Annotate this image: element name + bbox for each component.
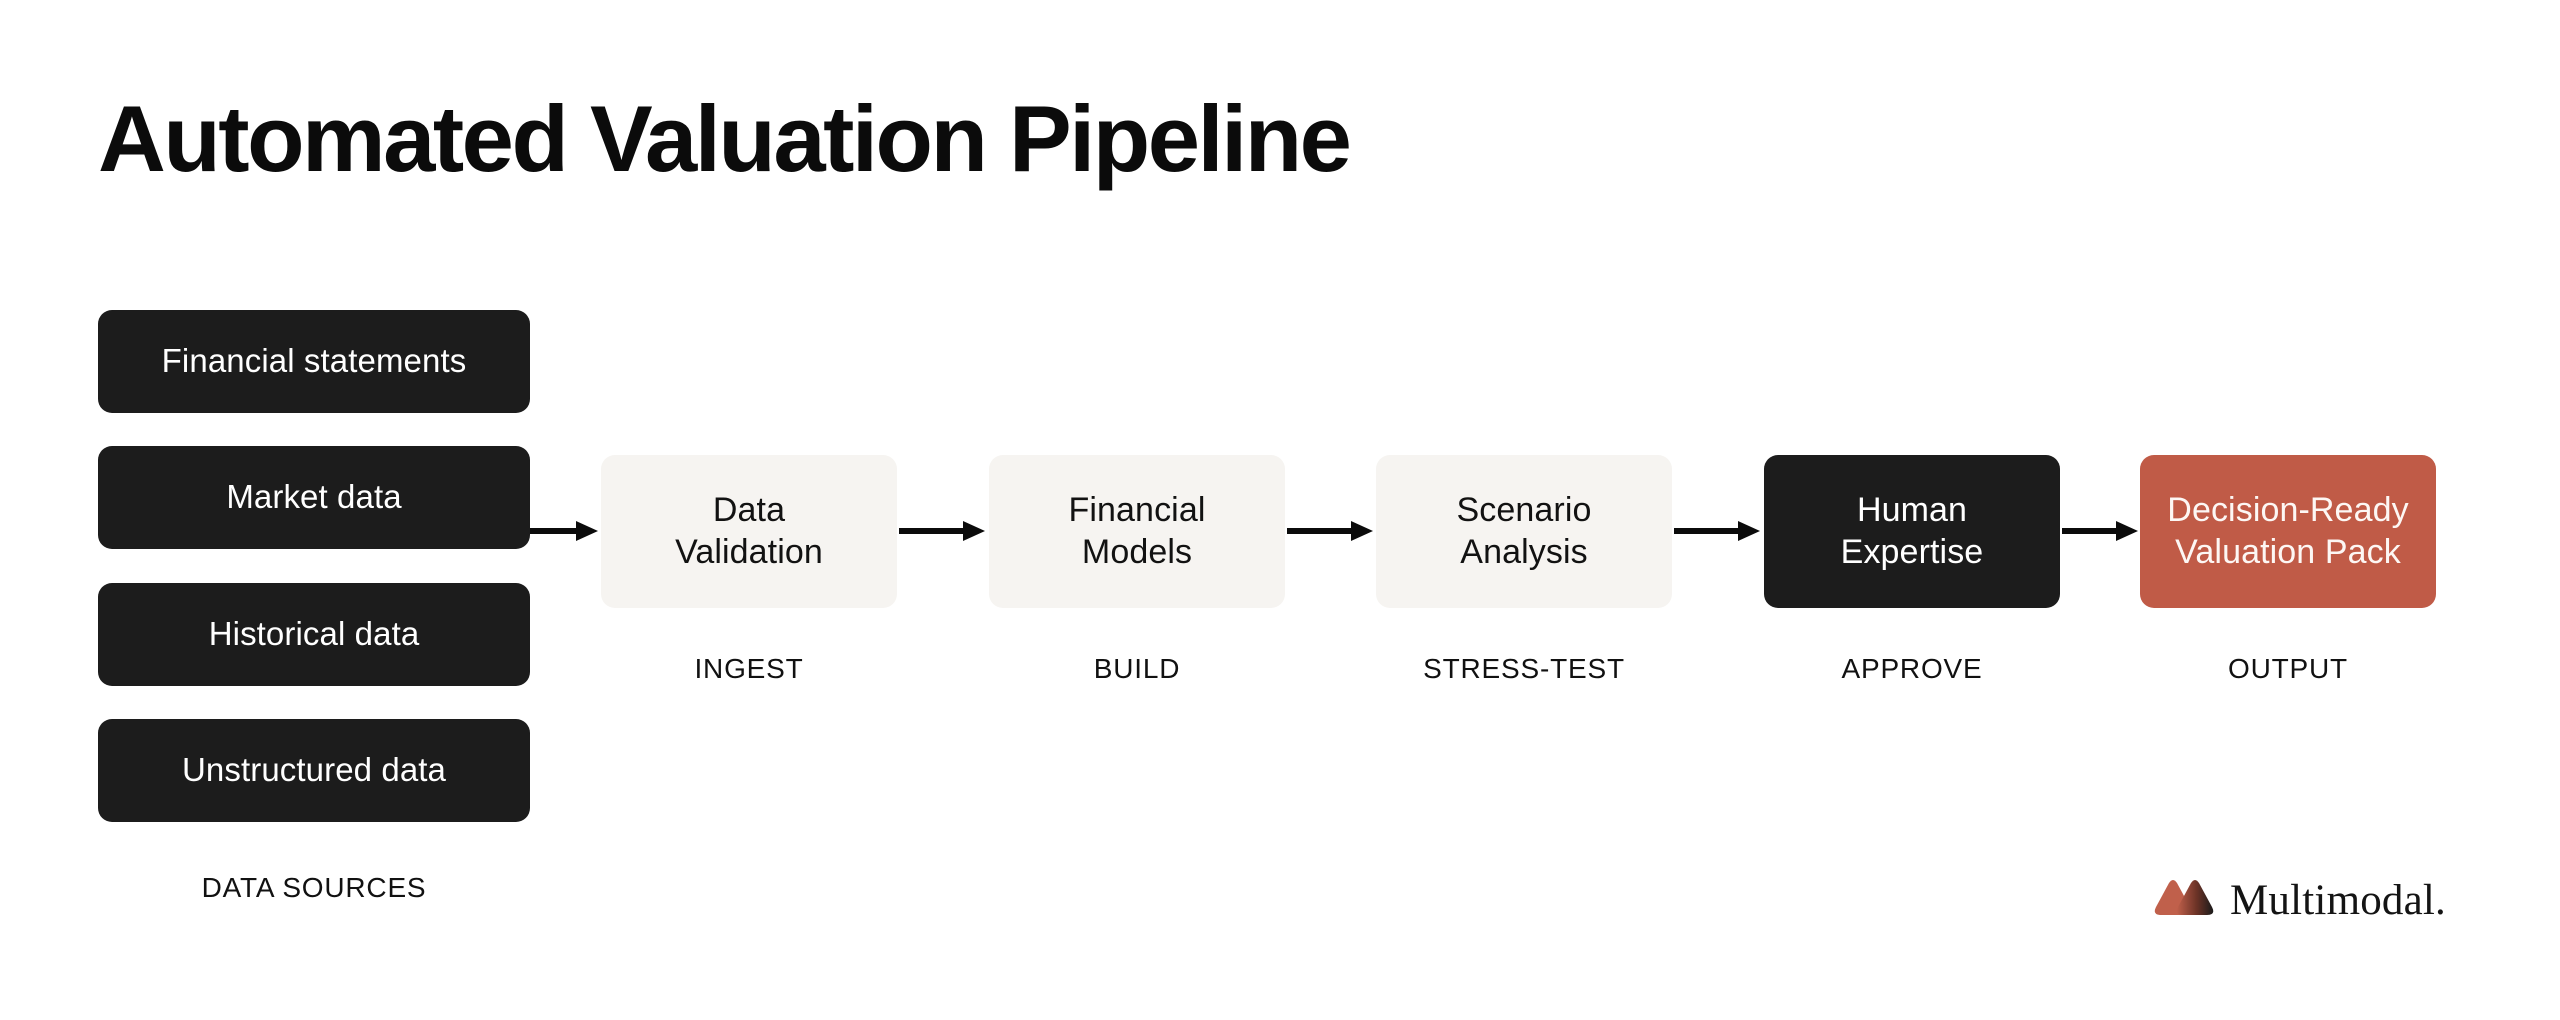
arrow-sources-to-ingest <box>530 521 598 541</box>
arrow-stress-test-to-approve <box>1674 521 1760 541</box>
stage-label-line1: Data <box>712 491 786 530</box>
stage-label: Human Expertise <box>1841 490 1984 573</box>
data-source-box-market-data: Market data <box>98 446 530 549</box>
stage-caption-build: BUILD <box>1093 653 1181 684</box>
arrow-head-icon <box>1738 521 1760 541</box>
data-source-box-financial-statements: Financial statements <box>98 310 530 413</box>
stage-label-line2: Validation <box>675 532 823 571</box>
arrow-shaft <box>2062 528 2118 534</box>
arrow-shaft <box>1287 528 1353 534</box>
brand-logo: Multimodal. <box>2152 876 2446 924</box>
stage-box-decision-ready-valuation-pack: Decision-Ready Valuation Pack <box>2140 455 2436 608</box>
arrow-ingest-to-build <box>899 521 985 541</box>
arrow-head-icon <box>963 521 985 541</box>
stage-label-line2: Expertise <box>1840 532 1984 571</box>
arrow-head-icon <box>2116 521 2138 541</box>
stage-label-line2: Models <box>1081 532 1193 571</box>
stage-box-data-validation: Data Validation <box>601 455 897 608</box>
arrow-head-icon <box>1351 521 1373 541</box>
stage-label: Financial Models <box>1069 490 1206 573</box>
data-source-label: Market data <box>226 478 402 516</box>
stage-box-financial-models: Financial Models <box>989 455 1285 608</box>
arrow-shaft <box>899 528 965 534</box>
stage-caption-output: OUTPUT <box>2228 653 2348 684</box>
stage-caption-approve: APPROVE <box>1841 653 1983 684</box>
arrow-approve-to-output <box>2062 521 2138 541</box>
arrow-head-icon <box>576 521 598 541</box>
stage-box-human-expertise: Human Expertise <box>1764 455 2060 608</box>
stage-label-line2: Analysis <box>1460 532 1588 571</box>
arrow-build-to-stress-test <box>1287 521 1373 541</box>
stage-label-line1: Human <box>1856 491 1968 530</box>
data-source-box-historical-data: Historical data <box>98 583 530 686</box>
stage-label-line1: Scenario <box>1456 491 1592 530</box>
stage-label: Decision-Ready Valuation Pack <box>2167 490 2408 573</box>
stage-label-line1: Financial <box>1068 491 1206 530</box>
data-source-box-unstructured-data: Unstructured data <box>98 719 530 822</box>
stage-caption-ingest: INGEST <box>694 653 804 684</box>
stage-box-scenario-analysis: Scenario Analysis <box>1376 455 1672 608</box>
data-source-label: Financial statements <box>161 342 467 380</box>
brand-wordmark: Multimodal. <box>2230 876 2447 924</box>
stage-label-line2: Valuation Pack <box>2175 532 2401 571</box>
stage-label-line1: Decision-Ready <box>2167 491 2409 530</box>
arrow-shaft <box>530 528 578 534</box>
stage-label: Scenario Analysis <box>1457 490 1592 573</box>
arrow-shaft <box>1674 528 1740 534</box>
multimodal-logo-icon <box>2154 880 2214 915</box>
data-sources-caption: DATA SOURCES <box>201 872 427 903</box>
page-title: Automated Valuation Pipeline <box>98 86 1352 191</box>
stage-label: Data Validation <box>675 490 823 573</box>
stage-caption-stress-test: STRESS-TEST <box>1423 653 1625 684</box>
data-source-label: Unstructured data <box>181 751 446 789</box>
data-source-label: Historical data <box>208 615 420 653</box>
